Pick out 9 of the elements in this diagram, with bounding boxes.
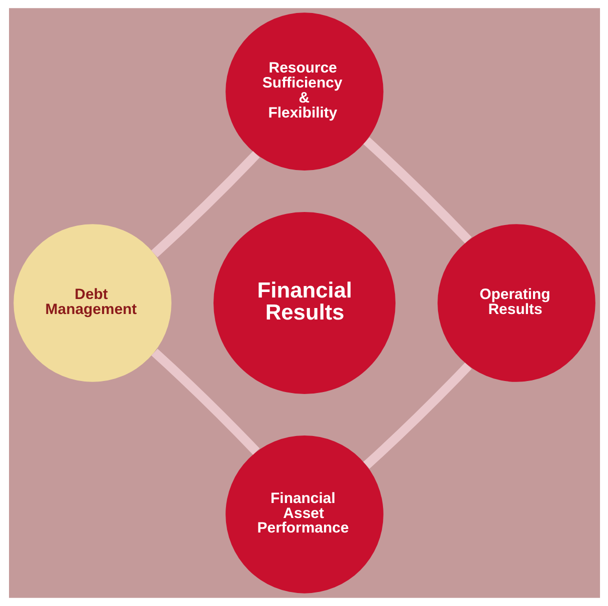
connector <box>150 348 260 455</box>
connector <box>150 151 260 258</box>
node-circle: Financial Results <box>213 212 395 394</box>
node-circle: Operating Results <box>437 224 595 382</box>
connector <box>362 362 472 469</box>
node-circle: Resource Sufficiency & Flexibility <box>225 12 383 171</box>
node-circle: Financial Asset Performance <box>225 435 383 594</box>
node-circle: Debt Management <box>13 224 171 382</box>
connector <box>362 137 472 244</box>
